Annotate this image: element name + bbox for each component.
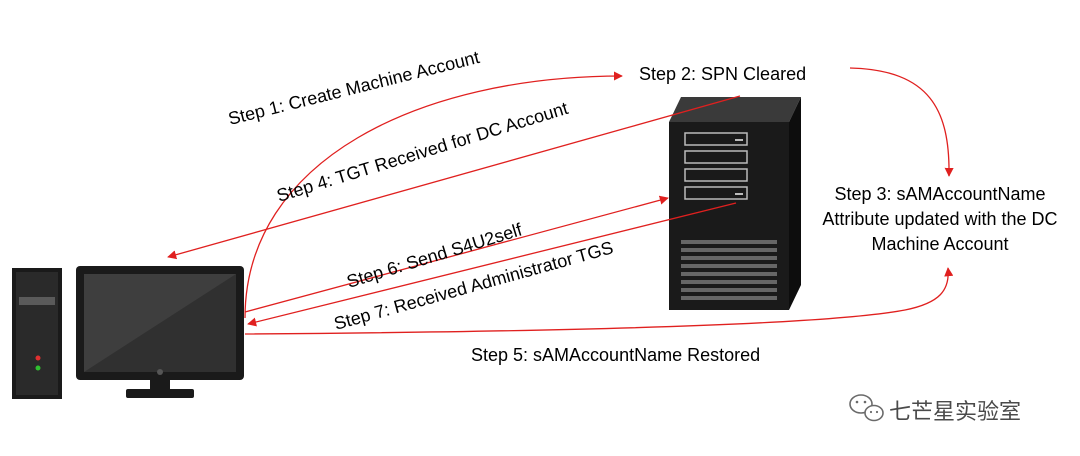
server-tower-icon xyxy=(669,97,801,310)
watermark-text: 七芒星实验室 xyxy=(889,400,1021,425)
step5-label: Step 5: sAMAccountName Restored xyxy=(471,345,760,365)
arrow-step5 xyxy=(244,267,954,335)
step3-label-line2: Attribute updated with the DC xyxy=(822,209,1057,229)
arrow-step4 xyxy=(167,95,741,260)
step3-label-line1: Step 3: sAMAccountName xyxy=(834,184,1045,204)
step3-label-line3: Machine Account xyxy=(871,234,1008,254)
wechat-icon xyxy=(849,394,884,422)
arrow-step1 xyxy=(244,71,623,319)
arrow-step7 xyxy=(247,202,737,327)
step1-label: Step 1: Create Machine Account xyxy=(226,47,481,129)
step4-label: Step 4: TGT Received for DC Account xyxy=(274,98,570,206)
desktop-computer-icon xyxy=(12,266,244,399)
watermark: 七芒星实验室 xyxy=(849,394,1021,425)
arrow-step6 xyxy=(244,195,669,313)
step2-label: Step 2: SPN Cleared xyxy=(639,64,806,84)
arrow-step2 xyxy=(849,67,954,177)
